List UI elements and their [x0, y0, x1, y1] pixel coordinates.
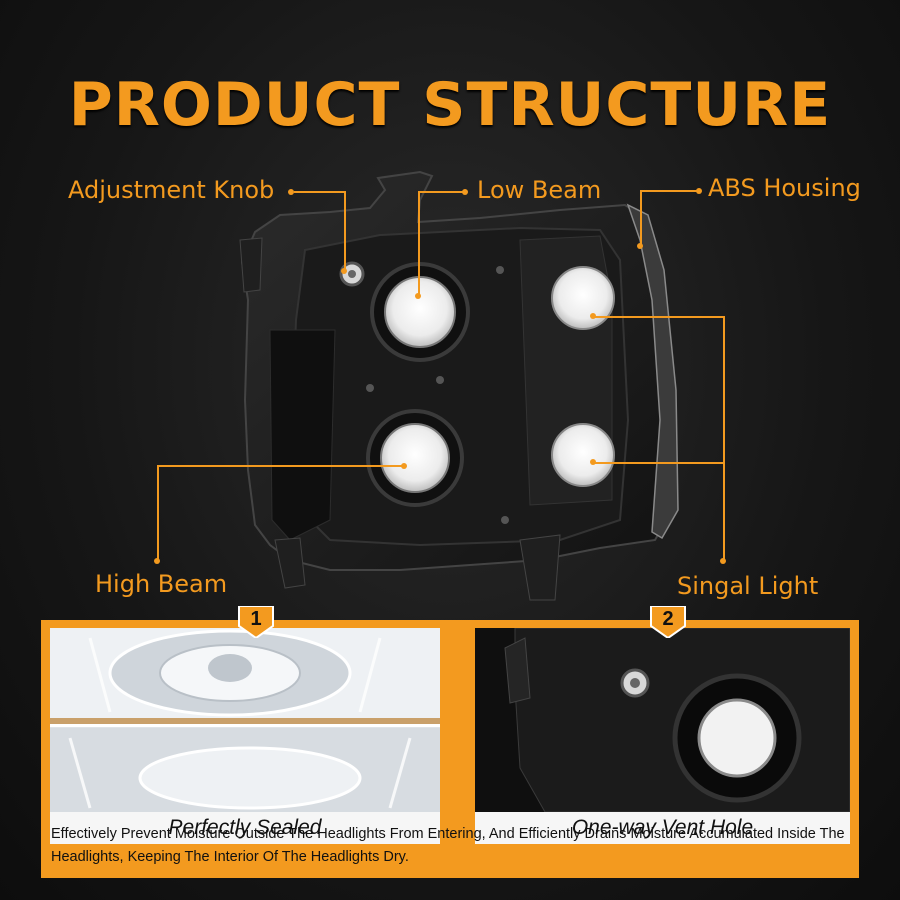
- leader-dot: [637, 243, 643, 249]
- label-adjustment-knob: Adjustment Knob: [68, 176, 275, 204]
- leader-line: [640, 190, 642, 246]
- feature-badge-1: 1: [235, 605, 277, 640]
- leader-line: [594, 462, 724, 464]
- leader-line: [157, 465, 159, 560]
- leader-line: [723, 316, 725, 560]
- sealed-lens-illustration: [50, 628, 440, 812]
- feature-number-1: 1: [250, 608, 262, 630]
- leader-dot: [696, 188, 702, 194]
- label-abs-housing: ABS Housing: [708, 174, 861, 202]
- label-high-beam: High Beam: [95, 570, 228, 598]
- vent-hole-illustration: [475, 628, 850, 812]
- feature-badge-2: 2: [647, 605, 689, 640]
- leader-dot: [341, 268, 347, 274]
- leader-line: [157, 465, 405, 467]
- leader-line: [294, 191, 344, 193]
- feature-number-2: 2: [662, 608, 674, 630]
- leader-dot: [154, 558, 160, 564]
- label-low-beam: Low Beam: [477, 176, 602, 204]
- feature-caption-vent: One-way Vent Hole: [475, 812, 850, 844]
- leader-line: [640, 190, 698, 192]
- leader-dot: [288, 189, 294, 195]
- leader-dot: [462, 189, 468, 195]
- leader-dot: [415, 293, 421, 299]
- leader-dot: [590, 459, 596, 465]
- feature-panel: 1 Perfectly Sealed 2 One-way Vent Hole E…: [41, 605, 859, 878]
- leader-dot: [401, 463, 407, 469]
- label-signal-light: Singal Light: [677, 572, 819, 600]
- headlight-rear-illustration: [239, 170, 679, 601]
- leader-line: [344, 191, 346, 271]
- leader-dot: [590, 313, 596, 319]
- feature-image-sealed: [50, 628, 440, 812]
- leader-line: [594, 316, 724, 318]
- feature-caption-sealed: Perfectly Sealed: [50, 812, 440, 844]
- feature-description: Effectively Prevent Moisture Outside The…: [51, 826, 845, 865]
- leader-dot: [720, 558, 726, 564]
- feature-image-vent: [475, 628, 850, 812]
- leader-line: [418, 191, 464, 193]
- leader-line: [418, 191, 420, 296]
- page-title: PRODUCT STRUCTURE: [68, 70, 832, 140]
